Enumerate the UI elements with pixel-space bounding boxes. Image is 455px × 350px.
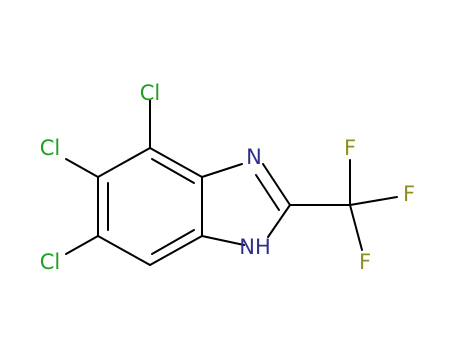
atom-labels: Cl Cl Cl N NH F F F	[40, 81, 415, 274]
atom-cl-bottom: Cl	[40, 250, 61, 274]
bond-c6-cl	[65, 235, 99, 255]
atom-cl-mid: Cl	[40, 136, 61, 160]
bond-c3a-c4-inner	[151, 158, 195, 184]
bond-c7-c7a	[149, 235, 203, 266]
bond-c5-cl	[65, 158, 99, 178]
bond-c3a-n3	[201, 163, 243, 178]
atom-f-top: F	[344, 136, 356, 160]
bond-c4-c5	[97, 147, 151, 178]
bonds	[65, 99, 398, 266]
bond-cf3-f-right	[349, 196, 398, 206]
bond-n3-c2	[262, 163, 291, 206]
bond-n3-c2-inner	[255, 174, 280, 211]
bond-c6-c7	[97, 235, 151, 266]
bond-c3a-c4	[149, 147, 203, 178]
atom-n-imine: N	[246, 145, 262, 169]
atom-cl-top: Cl	[140, 81, 161, 105]
bond-n1-c7a	[201, 235, 245, 246]
atom-f-right: F	[403, 182, 415, 206]
bond-c2-n1	[267, 204, 291, 238]
atom-nh: NH	[239, 235, 271, 259]
bond-c7-c7a-inner	[151, 229, 195, 255]
bond-cf3-f-bottom	[349, 204, 363, 251]
atom-f-bottom: F	[359, 250, 371, 274]
